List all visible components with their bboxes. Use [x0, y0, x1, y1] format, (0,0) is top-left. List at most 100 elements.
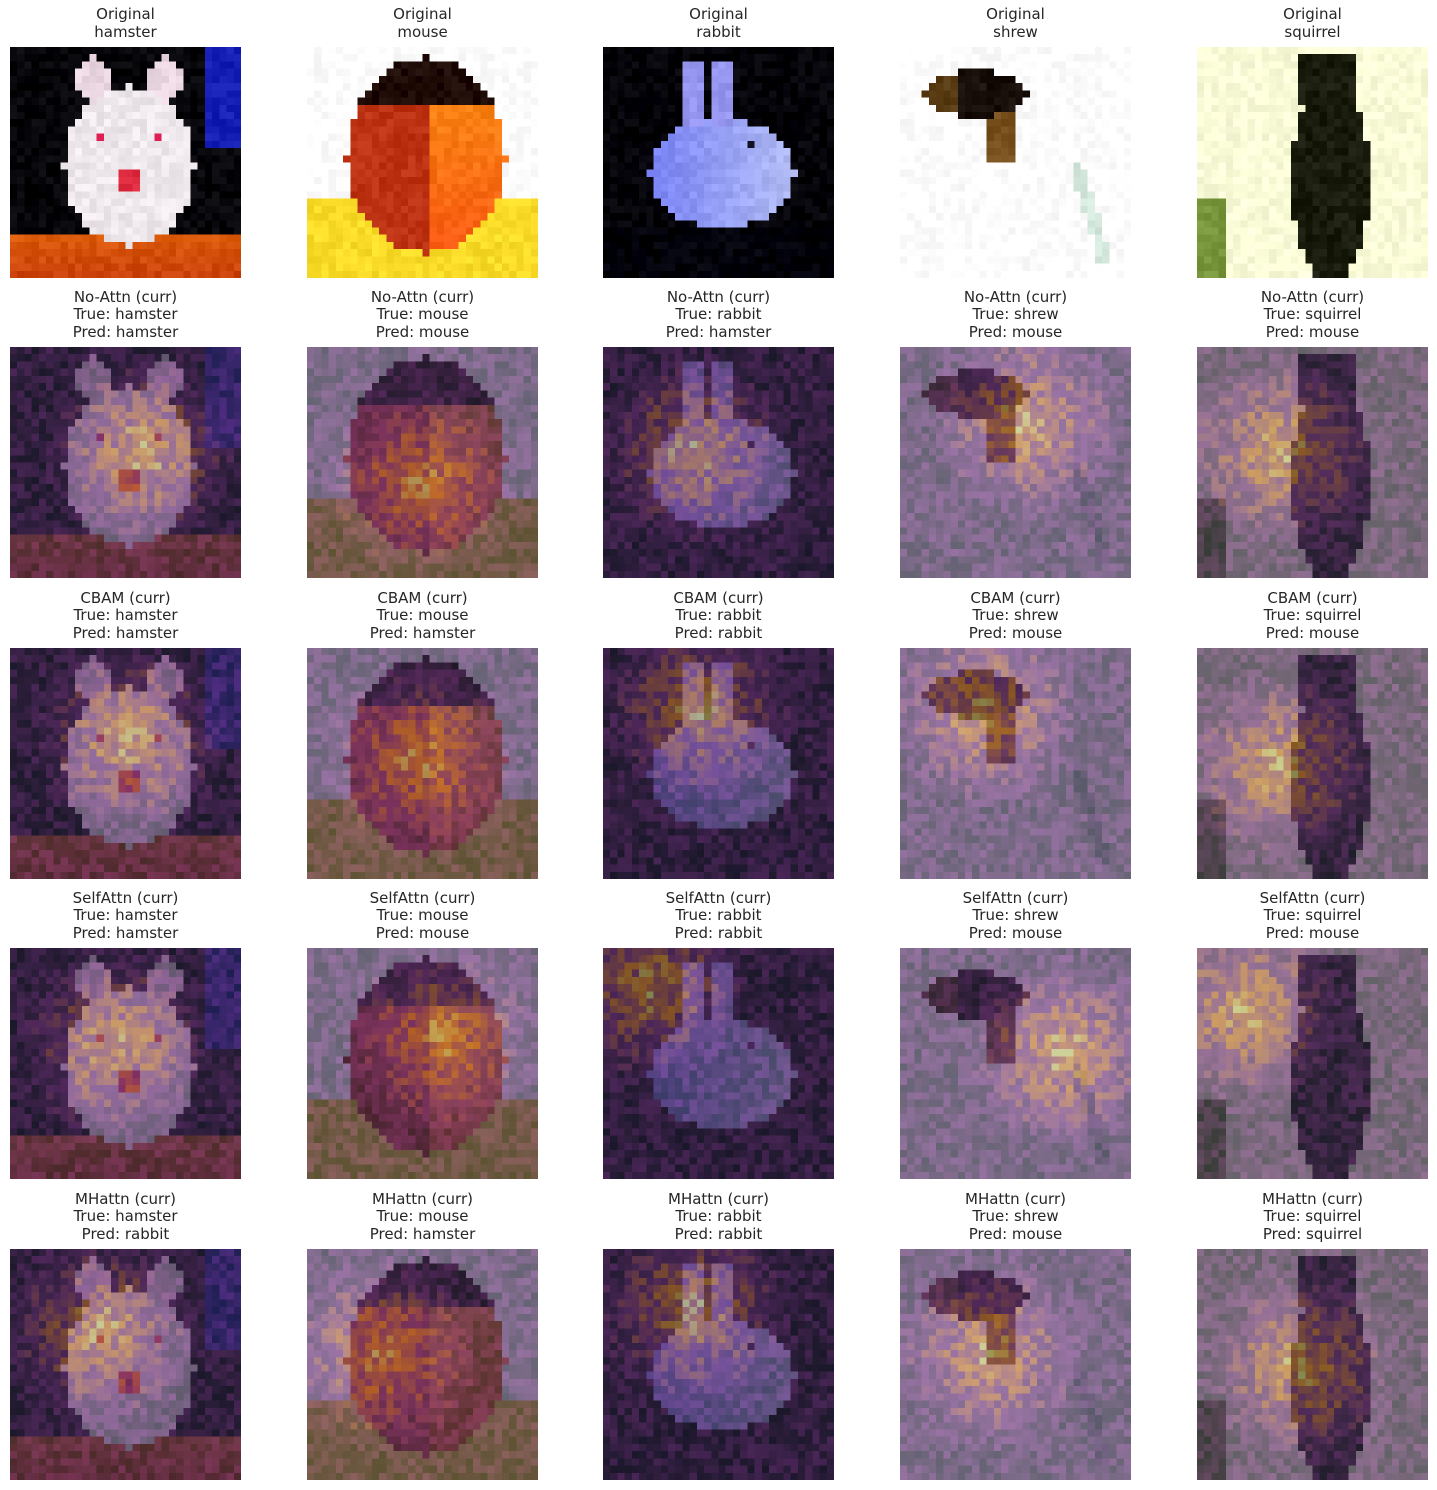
title-line-1: No-Attn (curr) — [370, 288, 475, 307]
title-line-3: Pred: mouse — [968, 1224, 1063, 1243]
title-line-3: Pred: squirrel — [1262, 1224, 1363, 1243]
title-line-1: SelfAttn (curr) — [665, 889, 772, 908]
squirrel-photo — [1197, 47, 1428, 278]
title-line-2: True: rabbit — [675, 906, 762, 925]
rabbit-saliency-overlay — [603, 948, 834, 1179]
title-line-1: CBAM (curr) — [377, 589, 468, 608]
title-line-3: Pred: rabbit — [674, 623, 763, 642]
title-line-3: Pred: rabbit — [674, 923, 763, 942]
shrew-saliency-overlay — [900, 1249, 1131, 1480]
mouse-photo — [307, 47, 538, 278]
rabbit-saliency-overlay — [603, 648, 834, 879]
title-line-2: True: shrew — [972, 1207, 1059, 1226]
title-line-1: No-Attn (curr) — [1260, 288, 1365, 307]
title-line-3: Pred: hamster — [665, 322, 772, 341]
title-line-3: Pred: mouse — [1265, 322, 1360, 341]
hamster-saliency-overlay — [10, 948, 241, 1179]
title-line-2: mouse — [397, 22, 448, 41]
title-line-1: Original — [986, 5, 1045, 24]
mouse-saliency-overlay — [307, 347, 538, 578]
title-line-3: Pred: hamster — [369, 623, 476, 642]
title-line-3: Pred: hamster — [72, 923, 179, 942]
title-line-1: No-Attn (curr) — [666, 288, 771, 307]
title-line-2: True: hamster — [73, 906, 178, 925]
title-line-3: Pred: hamster — [72, 623, 179, 642]
title-line-3: Pred: mouse — [968, 623, 1063, 642]
shrew-saliency-overlay — [900, 648, 1131, 879]
title-line-2: True: mouse — [376, 606, 469, 625]
title-line-1: CBAM (curr) — [970, 589, 1061, 608]
title-line-1: MHattn (curr) — [965, 1190, 1066, 1209]
shrew-photo — [900, 47, 1131, 278]
title-line-3: Pred: mouse — [1265, 623, 1360, 642]
squirrel-saliency-overlay — [1197, 948, 1428, 1179]
title-line-1: MHattn (curr) — [75, 1190, 176, 1209]
hamster-saliency-overlay — [10, 648, 241, 879]
title-line-1: MHattn (curr) — [372, 1190, 473, 1209]
hamster-saliency-overlay — [10, 347, 241, 578]
squirrel-saliency-overlay — [1197, 648, 1428, 879]
title-line-1: Original — [689, 5, 748, 24]
title-line-1: SelfAttn (curr) — [369, 889, 476, 908]
title-line-2: True: squirrel — [1263, 906, 1362, 925]
rabbit-saliency-overlay — [603, 347, 834, 578]
title-line-2: hamster — [94, 22, 157, 41]
title-line-3: Pred: hamster — [72, 322, 179, 341]
title-line-3: Pred: mouse — [375, 923, 470, 942]
title-line-1: SelfAttn (curr) — [1259, 889, 1366, 908]
title-line-3: Pred: rabbit — [674, 1224, 763, 1243]
title-line-1: Original — [393, 5, 452, 24]
title-line-2: True: hamster — [73, 1207, 178, 1226]
title-line-2: True: mouse — [376, 1207, 469, 1226]
title-line-1: Original — [1283, 5, 1342, 24]
title-line-2: rabbit — [696, 22, 741, 41]
title-line-2: True: mouse — [376, 906, 469, 925]
hamster-photo — [10, 47, 241, 278]
title-line-2: True: squirrel — [1263, 1207, 1362, 1226]
title-line-3: Pred: rabbit — [81, 1224, 170, 1243]
title-line-2: True: rabbit — [675, 305, 762, 324]
mouse-saliency-overlay — [307, 1249, 538, 1480]
hamster-saliency-overlay — [10, 1249, 241, 1480]
title-line-1: CBAM (curr) — [80, 589, 171, 608]
rabbit-saliency-overlay — [603, 1249, 834, 1480]
title-line-2: True: shrew — [972, 305, 1059, 324]
squirrel-saliency-overlay — [1197, 347, 1428, 578]
title-line-2: True: shrew — [972, 606, 1059, 625]
title-line-2: True: mouse — [376, 305, 469, 324]
squirrel-saliency-overlay — [1197, 1249, 1428, 1480]
shrew-saliency-overlay — [900, 948, 1131, 1179]
title-line-1: MHattn (curr) — [668, 1190, 769, 1209]
mouse-saliency-overlay — [307, 948, 538, 1179]
title-line-1: MHattn (curr) — [1262, 1190, 1363, 1209]
title-line-2: True: squirrel — [1263, 606, 1362, 625]
shrew-saliency-overlay — [900, 347, 1131, 578]
title-line-1: SelfAttn (curr) — [962, 889, 1069, 908]
rabbit-photo — [603, 47, 834, 278]
title-line-2: True: hamster — [73, 606, 178, 625]
title-line-1: SelfAttn (curr) — [72, 889, 179, 908]
